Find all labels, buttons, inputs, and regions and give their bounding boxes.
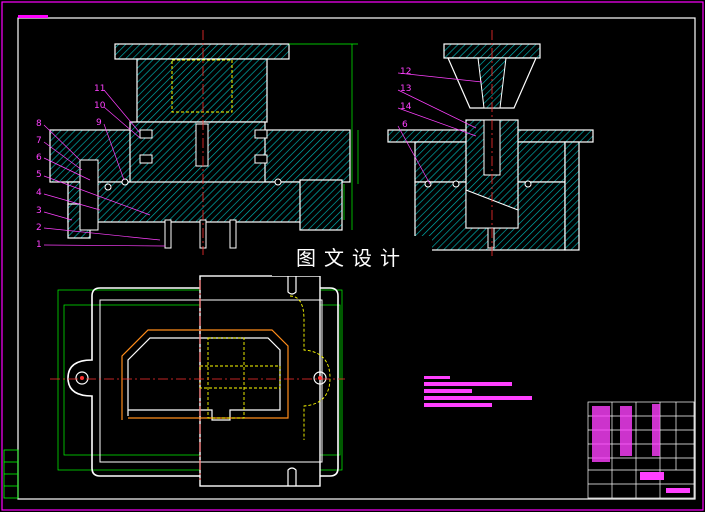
callout-12: 12 [400, 67, 411, 77]
corner-mark [18, 15, 48, 18]
callout-11: 11 [94, 84, 105, 94]
callout-13: 13 [400, 84, 411, 94]
callout-5: 5 [36, 170, 42, 180]
plan-view [50, 275, 345, 487]
callout-10: 10 [94, 101, 106, 111]
left-callouts [43, 89, 166, 247]
callout-9: 9 [96, 118, 102, 128]
callout-14: 14 [400, 102, 412, 112]
callout-3: 3 [36, 206, 42, 216]
right-callout-labels: 12 13 14 6 [400, 67, 412, 130]
side-stamp [3, 449, 19, 499]
callout-8: 8 [36, 119, 42, 129]
side-section-view [387, 30, 594, 258]
front-section-view [49, 30, 359, 255]
callout-6-side: 6 [402, 120, 408, 130]
callout-6: 6 [36, 153, 42, 163]
watermark-label: 图文设计 [272, 236, 432, 276]
title-block [587, 401, 695, 499]
left-callout-labels: 11 10 9 8 7 6 5 4 3 2 1 [36, 84, 106, 250]
inner-border [17, 17, 696, 500]
right-callouts [397, 72, 483, 185]
callout-1: 1 [36, 240, 42, 250]
technical-notes [424, 376, 532, 407]
callout-7: 7 [36, 136, 42, 146]
callout-2: 2 [36, 223, 42, 233]
callout-4: 4 [36, 188, 42, 198]
